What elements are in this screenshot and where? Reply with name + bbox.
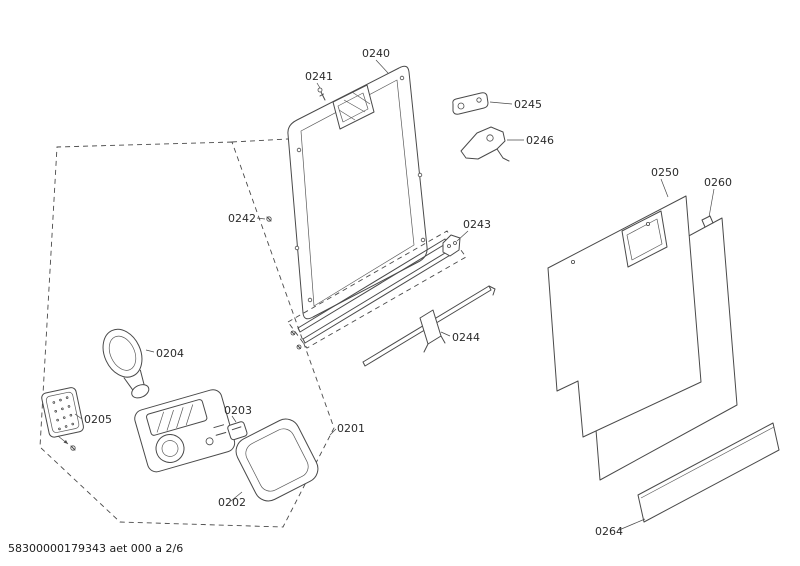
screw-0205 [57,435,76,451]
part-label-0243: 0243 [463,218,491,231]
bracket-0243 [442,234,461,257]
latch-0245 [452,92,489,115]
part-label-0240: 0240 [362,47,390,60]
part-label-0201: 0201 [337,422,365,435]
kick-panel-0264 [637,422,780,523]
clip-0203 [227,421,248,441]
screw-hole [417,172,423,178]
part-label-0264: 0264 [595,525,623,538]
door-frame-0202 [235,418,319,502]
screw-0241 [317,87,326,101]
screw-0242 [266,216,272,222]
trim-strips-0243 [287,230,467,350]
screw-hole [399,75,405,81]
part-labels: 0240 0241 0242 0245 0246 0243 0244 0250 … [84,47,732,538]
strip-screws [290,330,302,350]
screw-hole [307,297,313,303]
detergent-dispenser [134,389,236,473]
part-label-0260: 0260 [704,176,732,189]
part-label-0203: 0203 [224,404,252,417]
outer-door-panel-0250 [547,195,702,438]
support-rod-0244 [362,285,496,367]
plate-0205 [41,387,84,438]
part-label-0246: 0246 [526,134,554,147]
screw-hole [296,147,302,153]
part-label-0205: 0205 [84,413,112,426]
part-label-0204: 0204 [156,347,184,360]
funnel-0204 [102,328,150,399]
screw-hole [571,259,576,264]
screw-hole [420,237,426,243]
part-label-0241: 0241 [305,70,333,83]
part-label-0245: 0245 [514,98,542,111]
screw-hole [294,245,300,251]
part-label-0244: 0244 [452,331,480,344]
screw-hole [646,221,651,226]
inner-door-panel-0240 [287,65,428,320]
assembly-group-boundary [39,138,335,528]
part-label-0202: 0202 [218,496,246,509]
part-label-0250: 0250 [651,166,679,179]
leader-lines [74,59,715,531]
part-label-0242: 0242 [228,212,256,225]
hinge-bracket-0246 [460,126,510,162]
document-number: 58300000179343 aet 000 a 2/6 [8,542,183,555]
